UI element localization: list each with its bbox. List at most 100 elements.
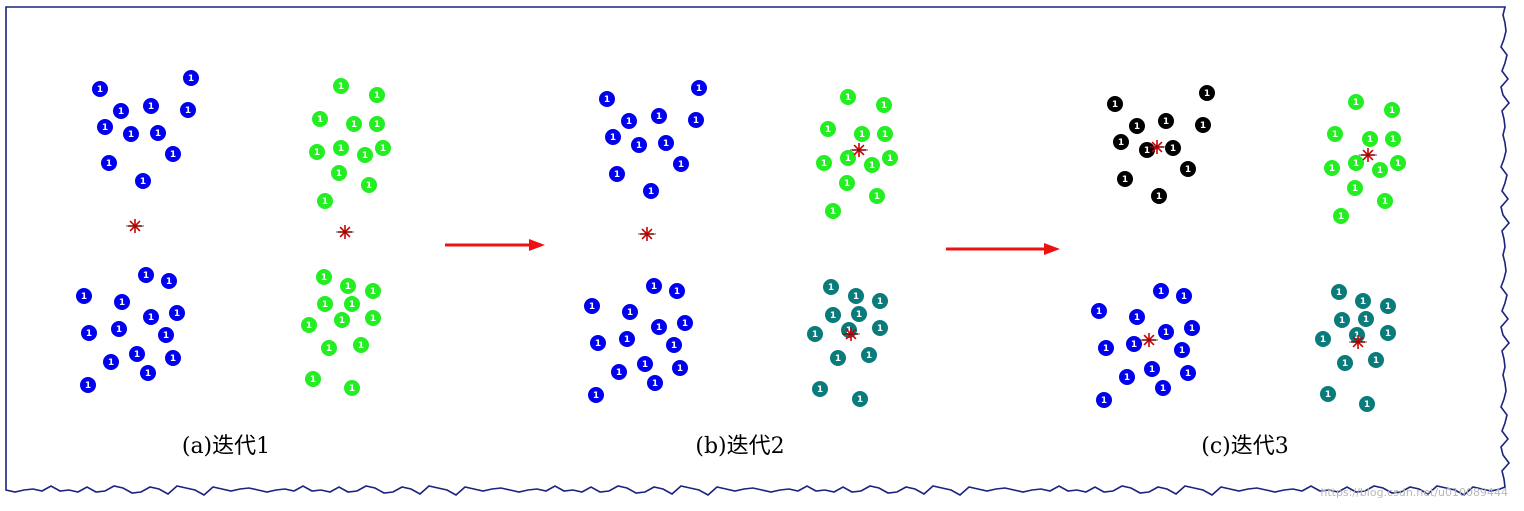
point-label: 1	[869, 161, 875, 171]
data-point: 1	[599, 91, 615, 107]
point-label: 1	[1332, 130, 1338, 140]
point-label: 1	[118, 107, 124, 117]
point-label: 1	[170, 150, 176, 160]
data-point: 1	[316, 269, 332, 285]
point-label: 1	[155, 129, 161, 139]
point-label: 1	[624, 335, 630, 345]
centroid-star-icon	[336, 225, 354, 239]
point-label: 1	[322, 300, 328, 310]
data-point: 1	[882, 150, 898, 166]
point-label: 1	[336, 169, 342, 179]
point-label: 1	[589, 302, 595, 312]
data-point: 1	[611, 364, 627, 380]
data-point: 1	[854, 126, 870, 142]
point-label: 1	[338, 82, 344, 92]
torn-paper-frame	[5, 6, 1511, 496]
point-label: 1	[345, 282, 351, 292]
data-point: 1	[851, 306, 867, 322]
data-point: 1	[1117, 171, 1133, 187]
data-point: 1	[301, 317, 317, 333]
point-label: 1	[616, 368, 622, 378]
data-point: 1	[331, 165, 347, 181]
data-point: 1	[812, 381, 828, 397]
data-point: 1	[1119, 369, 1135, 385]
point-label: 1	[1122, 175, 1128, 185]
point-label: 1	[317, 115, 323, 125]
data-point: 1	[140, 365, 156, 381]
data-point: 1	[183, 70, 199, 86]
data-point: 1	[321, 340, 337, 356]
data-point: 1	[651, 319, 667, 335]
point-label: 1	[877, 324, 883, 334]
data-point: 1	[1334, 312, 1350, 328]
data-point: 1	[1184, 320, 1200, 336]
point-label: 1	[1200, 121, 1206, 131]
point-label: 1	[1134, 122, 1140, 132]
data-point: 1	[584, 298, 600, 314]
point-label: 1	[148, 102, 154, 112]
data-point: 1	[1359, 396, 1375, 412]
data-point: 1	[81, 325, 97, 341]
data-point: 1	[165, 350, 181, 366]
point-label: 1	[119, 298, 125, 308]
point-label: 1	[845, 93, 851, 103]
data-point: 1	[839, 175, 855, 191]
data-point: 1	[317, 296, 333, 312]
point-label: 1	[857, 395, 863, 405]
point-label: 1	[163, 331, 169, 341]
data-point: 1	[1348, 155, 1364, 171]
data-point: 1	[1384, 102, 1400, 118]
data-point: 1	[691, 80, 707, 96]
data-point: 1	[823, 279, 839, 295]
data-point: 1	[848, 288, 864, 304]
point-label: 1	[140, 177, 146, 187]
data-point: 1	[1337, 355, 1353, 371]
data-point: 1	[135, 173, 151, 189]
data-point: 1	[1315, 331, 1331, 347]
centroid-star-icon	[850, 143, 868, 157]
point-label: 1	[188, 74, 194, 84]
data-point: 1	[113, 103, 129, 119]
point-label: 1	[1156, 192, 1162, 202]
data-point: 1	[312, 111, 328, 127]
point-label: 1	[1179, 346, 1185, 356]
point-label: 1	[1338, 212, 1344, 222]
point-label: 1	[1160, 384, 1166, 394]
data-point: 1	[605, 129, 621, 145]
point-label: 1	[322, 197, 328, 207]
data-point: 1	[872, 293, 888, 309]
point-label: 1	[1377, 166, 1383, 176]
centroid-star-icon	[842, 327, 860, 341]
point-label: 1	[380, 144, 386, 154]
data-point: 1	[1380, 298, 1396, 314]
point-label: 1	[656, 112, 662, 122]
data-point: 1	[1362, 131, 1378, 147]
data-point: 1	[825, 203, 841, 219]
point-label: 1	[1103, 344, 1109, 354]
point-label: 1	[1112, 100, 1118, 110]
data-point: 1	[138, 267, 154, 283]
point-label: 1	[370, 314, 376, 324]
point-label: 1	[1144, 146, 1150, 156]
point-label: 1	[1353, 159, 1359, 169]
point-label: 1	[1158, 287, 1164, 297]
centroid-star-icon	[1349, 335, 1367, 349]
point-label: 1	[108, 358, 114, 368]
data-point: 1	[688, 112, 704, 128]
point-label: 1	[1131, 340, 1137, 350]
data-point: 1	[129, 346, 145, 362]
data-point: 1	[621, 113, 637, 129]
point-label: 1	[1170, 144, 1176, 154]
data-point: 1	[619, 331, 635, 347]
point-label: 1	[1096, 307, 1102, 317]
point-label: 1	[97, 85, 103, 95]
point-label: 1	[1354, 331, 1360, 341]
data-point: 1	[1139, 142, 1155, 158]
data-point: 1	[622, 304, 638, 320]
data-point: 1	[143, 309, 159, 325]
